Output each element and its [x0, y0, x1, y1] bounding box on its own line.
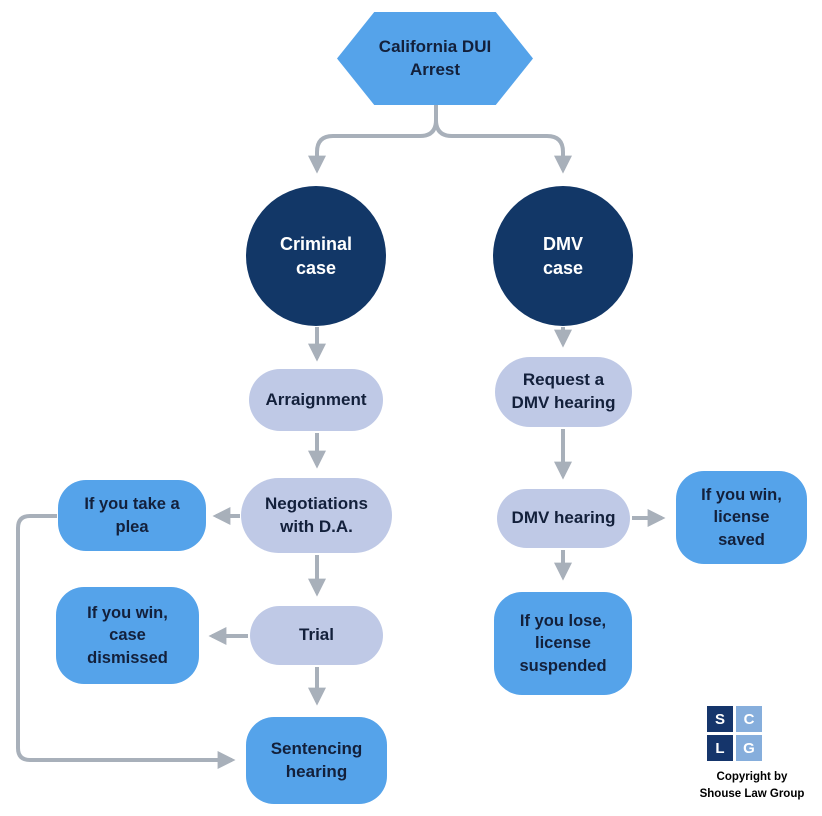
- node-criminal-case: Criminal case: [246, 186, 386, 326]
- node-request-a-dmv-hearing: Request a DMV hearing: [495, 357, 632, 427]
- node-label: If you take a plea: [84, 495, 180, 536]
- node-label: If you lose, license suspended: [519, 612, 607, 675]
- copyright-line-1: Copyright by: [716, 771, 788, 783]
- node-california-dui-arrest: California DUI Arrest: [337, 12, 533, 105]
- node-if-you-win-license-saved: If you win, license saved: [676, 471, 807, 564]
- node-label: Negotiations with D.A.: [265, 493, 368, 536]
- logo-letter-c: C: [736, 706, 762, 732]
- node-label: Sentencing hearing: [270, 738, 363, 781]
- node-negotiations-with-da: Negotiations with D.A.: [241, 478, 392, 553]
- edge-start-criminal: [308, 104, 438, 174]
- node-label: DMV case: [542, 233, 584, 278]
- node-label: Arraignment: [265, 389, 367, 409]
- node-arraignment: Arraignment: [249, 369, 383, 431]
- node-label: Criminal case: [279, 233, 353, 278]
- node-label: Trial: [299, 625, 334, 645]
- node-dmv-case: DMV case: [493, 186, 633, 326]
- logo-letter-g: G: [736, 735, 762, 761]
- node-sentencing-hearing: Sentencing hearing: [246, 717, 387, 804]
- node-label: Request a DMV hearing: [511, 370, 616, 412]
- logo-letter-s: S: [707, 706, 733, 732]
- copyright-line-2: Shouse Law Group: [699, 787, 805, 800]
- edge-start-dmv: [434, 104, 572, 174]
- node-trial: Trial: [250, 606, 383, 665]
- node-if-you-win-case-dismissed: If you win, case dismissed: [56, 587, 199, 684]
- node-label: California DUI Arrest: [378, 36, 492, 79]
- node-if-you-lose-license-suspended: If you lose, license suspended: [494, 592, 632, 695]
- logo-letter-l: L: [707, 735, 733, 761]
- node-dmv-hearing: DMV hearing: [497, 489, 630, 548]
- node-label: If you win, license saved: [701, 486, 782, 549]
- node-if-you-take-a-plea: If you take a plea: [58, 480, 206, 551]
- node-label: If you win, case dismissed: [87, 604, 168, 667]
- sclg-logo: S C L G: [707, 706, 763, 761]
- copyright-notice: Copyright by Shouse Law Group: [672, 769, 822, 802]
- node-label: DMV hearing: [511, 508, 616, 528]
